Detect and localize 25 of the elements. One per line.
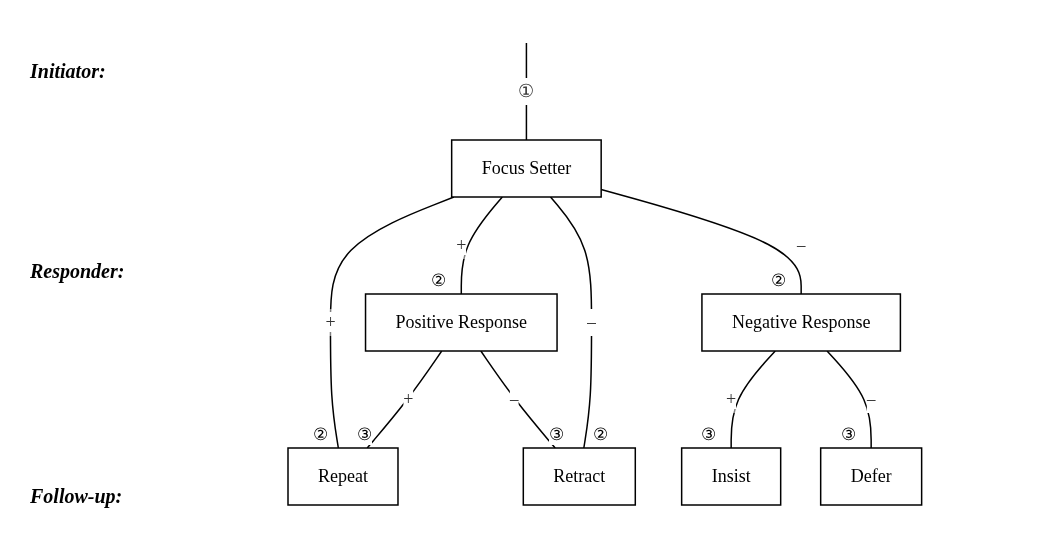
- edge-label: ①: [518, 80, 535, 101]
- node-box: Positive Response: [364, 292, 558, 352]
- connector: [329, 195, 455, 449]
- edge-label: +: [726, 388, 737, 409]
- row-label: Initiator:: [30, 60, 106, 83]
- node-box: Repeat: [287, 446, 399, 506]
- row-label: Follow-up:: [30, 485, 123, 508]
- edge-label: +: [325, 311, 336, 332]
- edge-label: –: [866, 388, 876, 409]
- row-label: Responder:: [30, 260, 125, 283]
- connector: [460, 195, 504, 295]
- connector: [826, 349, 873, 449]
- edge-label: +: [456, 234, 467, 255]
- node-box: Negative Response: [701, 292, 902, 352]
- node-box: Insist: [681, 446, 782, 506]
- edge-label: +: [403, 388, 414, 409]
- edge-label: –: [509, 388, 519, 409]
- node-box: Retract: [522, 446, 637, 506]
- connector: [366, 349, 443, 449]
- connector: [480, 349, 557, 449]
- edge-label: –: [587, 311, 597, 332]
- node-box: Focus Setter: [451, 138, 603, 198]
- edge-label: –: [796, 234, 806, 255]
- connector: [730, 349, 777, 449]
- node-box: Defer: [820, 446, 923, 506]
